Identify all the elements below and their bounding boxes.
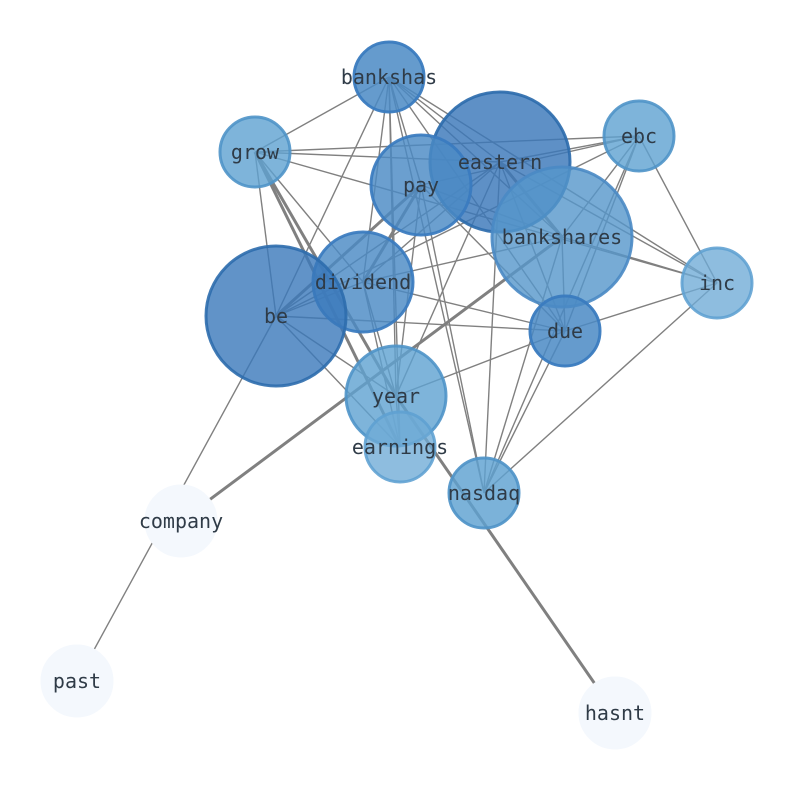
node-layer — [40, 40, 754, 750]
node-label-hasnt: hasnt — [585, 701, 645, 725]
node-label-bankshas: bankshas — [341, 65, 437, 89]
node-label-ebc: ebc — [621, 124, 657, 148]
node-label-dividend: dividend — [315, 270, 411, 294]
node-label-nasdaq: nasdaq — [448, 481, 520, 505]
node-nasdaq — [447, 456, 521, 530]
node-be — [204, 244, 348, 388]
edge-pay-nasdaq — [420, 184, 485, 494]
node-label-past: past — [53, 669, 101, 693]
node-label-due: due — [547, 319, 583, 343]
node-company — [144, 484, 218, 558]
edge-inc-nasdaq — [483, 282, 718, 494]
node-hasnt — [578, 676, 652, 750]
node-bankshas — [352, 40, 426, 114]
node-label-grow: grow — [231, 140, 280, 164]
node-label-inc: inc — [699, 271, 735, 295]
node-label-year: year — [372, 384, 420, 408]
node-ebc — [602, 99, 676, 173]
node-past — [40, 644, 114, 718]
node-label-bankshares: bankshares — [502, 225, 622, 249]
node-label-pay: pay — [403, 173, 439, 197]
node-earnings — [363, 410, 437, 484]
node-label-eastern: eastern — [458, 150, 542, 174]
label-layer: bankshas eastern ebc grow pay bankshares inc di… — [53, 65, 735, 725]
node-label-be: be — [264, 304, 288, 328]
node-label-earnings: earnings — [352, 435, 448, 459]
node-grow — [218, 115, 292, 189]
node-label-company: company — [139, 509, 223, 533]
node-pay — [369, 133, 473, 237]
node-due — [528, 294, 602, 368]
node-inc — [680, 246, 754, 320]
